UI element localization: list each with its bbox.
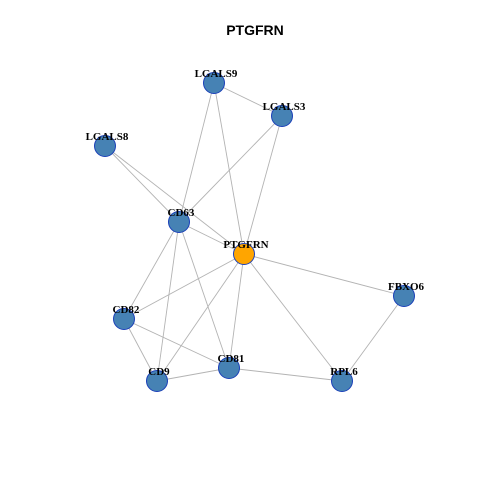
node-label-ptgfrn: PTGFRN [223,239,268,251]
node-cd9[interactable] [146,370,168,392]
node-label-lgals8: LGALS8 [86,131,129,143]
edge-cd9-cd81 [156,367,230,382]
node-label-cd63: CD63 [168,207,195,219]
edge-cd63-cd81 [178,221,230,369]
edge-lgals9-ptgfrn [213,82,245,255]
node-lgals3[interactable] [271,105,293,127]
edge-cd63-ptgfrn [178,221,245,255]
node-label-rpl6: RPL6 [330,366,358,378]
edge-ptgfrn-fbxo6 [243,253,405,297]
edge-lgals9-cd63 [178,82,215,223]
edge-ptgfrn-rpl6 [243,253,343,382]
edge-cd63-cd82 [123,221,180,320]
edge-cd81-rpl6 [228,367,343,382]
node-cd82[interactable] [113,308,135,330]
node-label-lgals3: LGALS3 [263,101,306,113]
node-lgals8[interactable] [94,135,116,157]
node-label-lgals9: LGALS9 [195,68,238,80]
graph-title: PTGFRN [226,22,284,38]
edge-cd63-cd9 [156,221,180,382]
node-rpl6[interactable] [331,370,353,392]
edge-layer [104,82,405,382]
edge-cd82-cd9 [123,318,158,382]
edge-ptgfrn-cd82 [123,253,245,320]
node-cd81[interactable] [218,357,240,379]
node-ptgfrn[interactable] [233,243,255,265]
edge-ptgfrn-cd9 [156,253,245,382]
edge-fbxo6-rpl6 [341,295,405,382]
edge-ptgfrn-cd81 [228,253,245,369]
node-lgals9[interactable] [203,72,225,94]
edge-lgals3-cd63 [178,115,283,223]
node-fbxo6[interactable] [393,285,415,307]
edge-cd82-cd81 [123,318,230,369]
node-label-fbxo6: FBXO6 [388,281,425,293]
edge-lgals8-cd63 [104,145,180,223]
edge-lgals3-ptgfrn [243,115,283,255]
edge-lgals9-lgals3 [213,82,283,117]
node-label-cd9: CD9 [148,366,170,378]
edge-lgals8-ptgfrn [104,145,245,255]
node-cd63[interactable] [168,211,190,233]
node-label-cd82: CD82 [113,304,140,316]
node-label-cd81: CD81 [218,353,245,365]
